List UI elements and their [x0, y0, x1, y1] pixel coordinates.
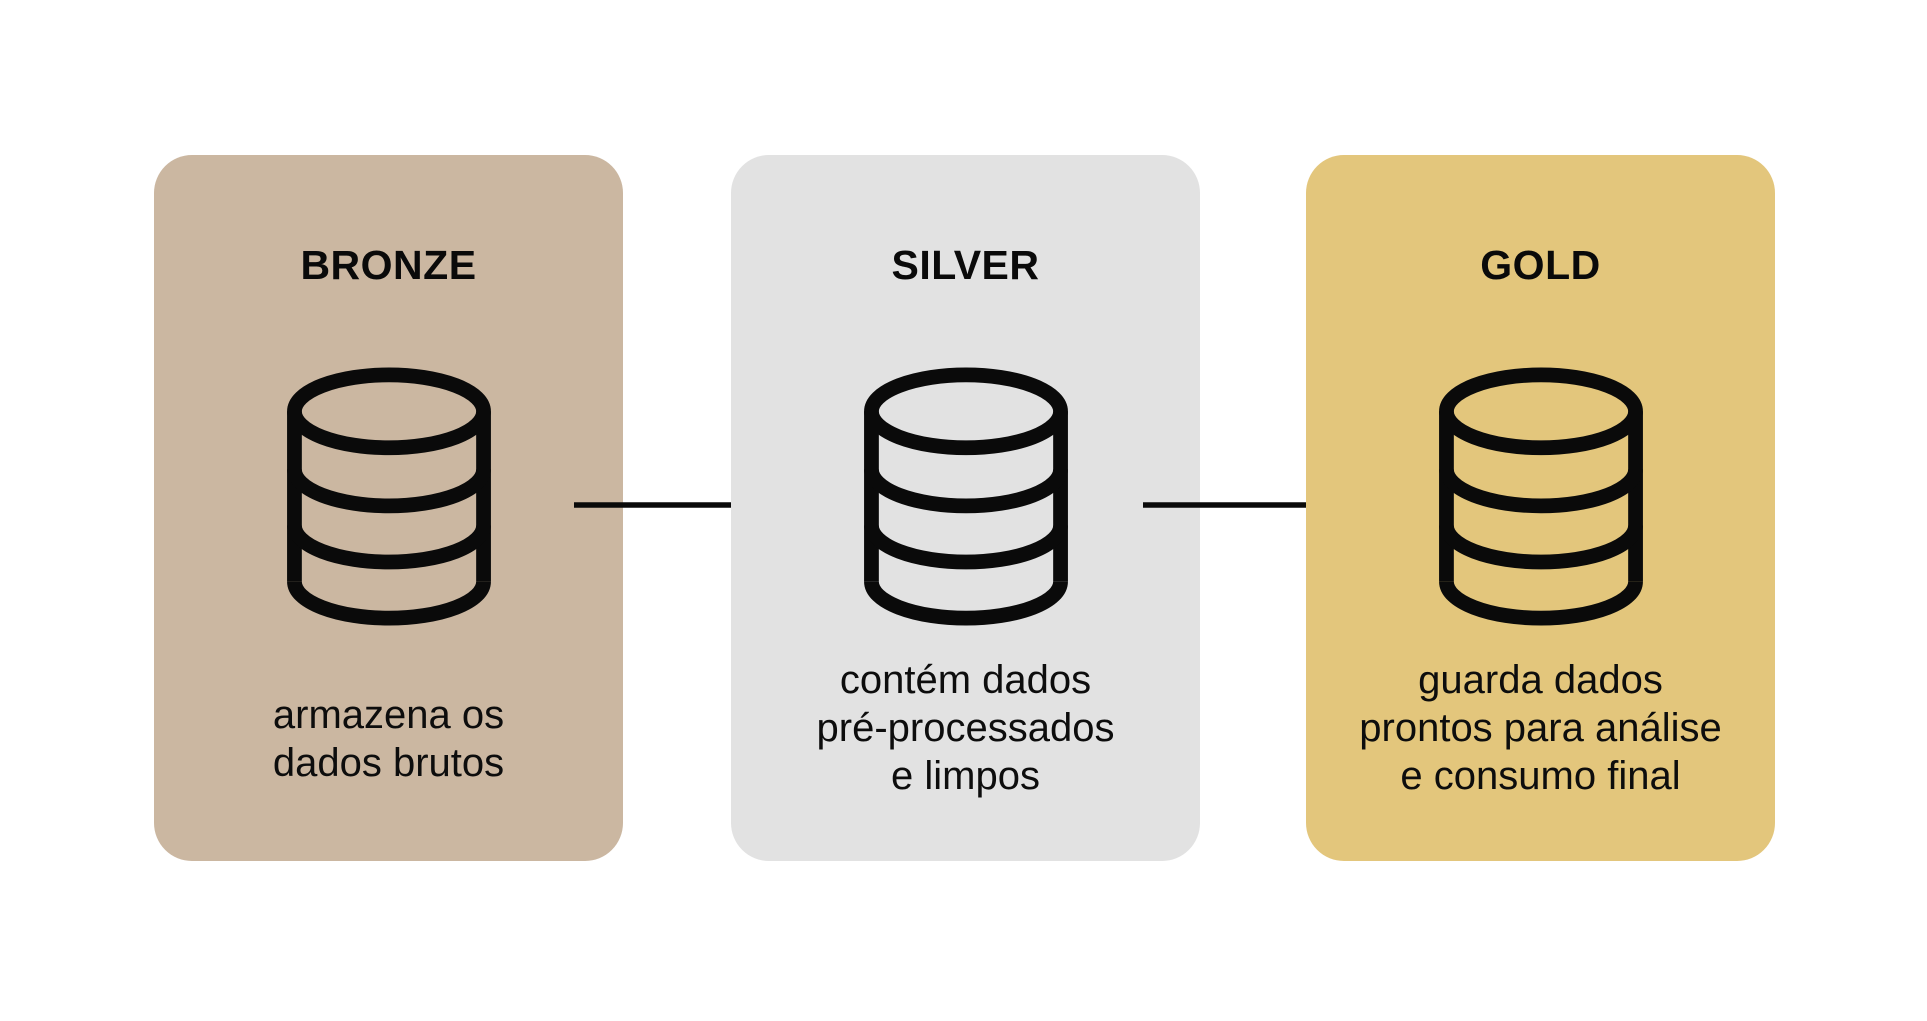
stage-title-silver: SILVER	[891, 242, 1040, 288]
stage-description-line: pré-processados	[816, 706, 1115, 750]
stage-description-line: armazena os	[272, 693, 505, 737]
stage-description-silver: contém dados pré-processados e limpos	[731, 633, 1200, 823]
stage-card-gold: GOLD guarda dados prontos para análise e…	[1306, 155, 1775, 861]
stage-description-line: e limpos	[891, 754, 1040, 798]
stage-description-line: contém dados	[839, 658, 1092, 702]
stage-description-bronze: armazena os dados brutos	[154, 633, 623, 823]
stage-title-gold: GOLD	[1480, 242, 1601, 288]
stage-description-line: guarda dados	[1418, 658, 1663, 702]
stage-description-line: prontos para análise	[1359, 706, 1722, 750]
stage-description-gold: guarda dados prontos para análise e cons…	[1306, 633, 1775, 823]
stage-description-line: dados brutos	[272, 741, 505, 785]
stage-description-line: e consumo final	[1400, 754, 1681, 798]
database-icon	[863, 367, 1069, 627]
stage-card-bronze: BRONZE armazena os dados brutos	[154, 155, 623, 861]
database-icon	[286, 367, 492, 627]
stage-card-silver: SILVER contém dados pré-processados e li…	[731, 155, 1200, 861]
stage-title-bronze: BRONZE	[300, 242, 477, 288]
database-icon	[1438, 367, 1644, 627]
